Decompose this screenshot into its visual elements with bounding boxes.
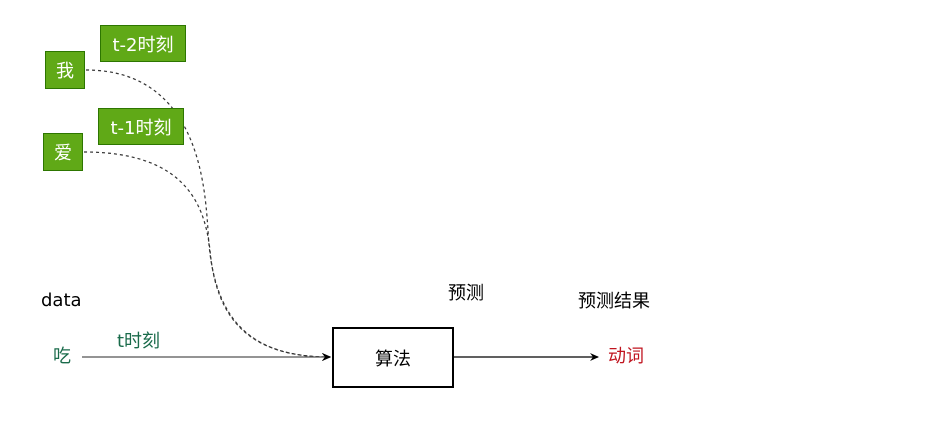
time-label-t-2: t-2时刻 bbox=[112, 34, 174, 56]
algorithm-label: 算法 bbox=[375, 348, 411, 370]
algorithm-box[interactable]: 算法 bbox=[332, 327, 454, 388]
input-word-wo: 我 bbox=[56, 61, 74, 82]
result-header: 预测结果 bbox=[578, 291, 650, 312]
input-word-ai: 爱 bbox=[54, 143, 72, 164]
time-label-box-t-2[interactable]: t-2时刻 bbox=[100, 25, 186, 62]
edge-ai-to-algo bbox=[83, 151, 331, 361]
edge-wo-to-algo bbox=[85, 69, 331, 361]
input-box-ai[interactable]: 爱 bbox=[43, 133, 83, 171]
time-label-box-t-1[interactable]: t-1时刻 bbox=[98, 108, 184, 145]
time-label-t: t时刻 bbox=[117, 331, 161, 352]
data-label: data bbox=[41, 290, 82, 311]
time-label-t-1: t-1时刻 bbox=[110, 117, 172, 139]
result-value[interactable]: 动词 bbox=[608, 346, 644, 367]
input-word-chi[interactable]: 吃 bbox=[53, 346, 71, 367]
input-box-wo[interactable]: 我 bbox=[45, 51, 85, 89]
predict-label: 预测 bbox=[448, 283, 484, 304]
